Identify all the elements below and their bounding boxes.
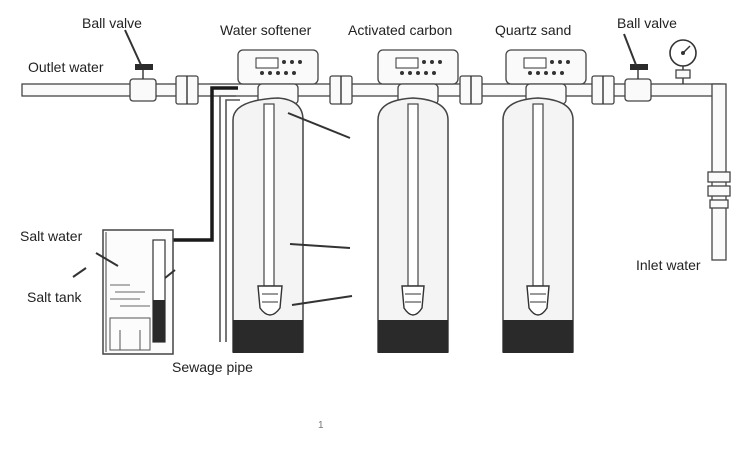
ball-valve-right-label: Ball valve xyxy=(617,15,677,31)
page-mark: 1 xyxy=(318,420,324,431)
main-pipe xyxy=(21,83,723,97)
union-fitting-2 xyxy=(329,75,353,105)
salt-tank xyxy=(102,229,174,355)
sewage-pipe-label: Sewage pipe xyxy=(172,359,253,375)
salt-tank-label: Salt tank xyxy=(27,289,82,305)
quartz-sand-label: Quartz sand xyxy=(495,22,571,38)
salt-water-label: Salt water xyxy=(20,228,83,244)
water-softener-label: Water softener xyxy=(220,22,312,38)
ball-valve-right xyxy=(624,64,652,102)
sewage-pipe xyxy=(219,95,240,342)
outlet-water-label: Outlet water xyxy=(28,59,104,75)
inlet-pipe xyxy=(707,83,731,261)
pressure-gauge-icon xyxy=(669,39,697,84)
inlet-water-label: Inlet water xyxy=(636,257,701,273)
union-fitting-3 xyxy=(459,75,483,105)
tank-quartz-sand xyxy=(502,49,587,353)
ball-valve-left xyxy=(129,64,157,102)
union-fitting-1 xyxy=(175,75,199,105)
union-fitting-4 xyxy=(591,75,615,105)
ball-valve-left-label: Ball valve xyxy=(82,15,142,31)
tank-activated-carbon xyxy=(377,49,459,353)
tank-water-softener xyxy=(232,49,319,353)
label-pointers xyxy=(72,29,637,306)
activated-carbon-label: Activated carbon xyxy=(348,22,452,38)
